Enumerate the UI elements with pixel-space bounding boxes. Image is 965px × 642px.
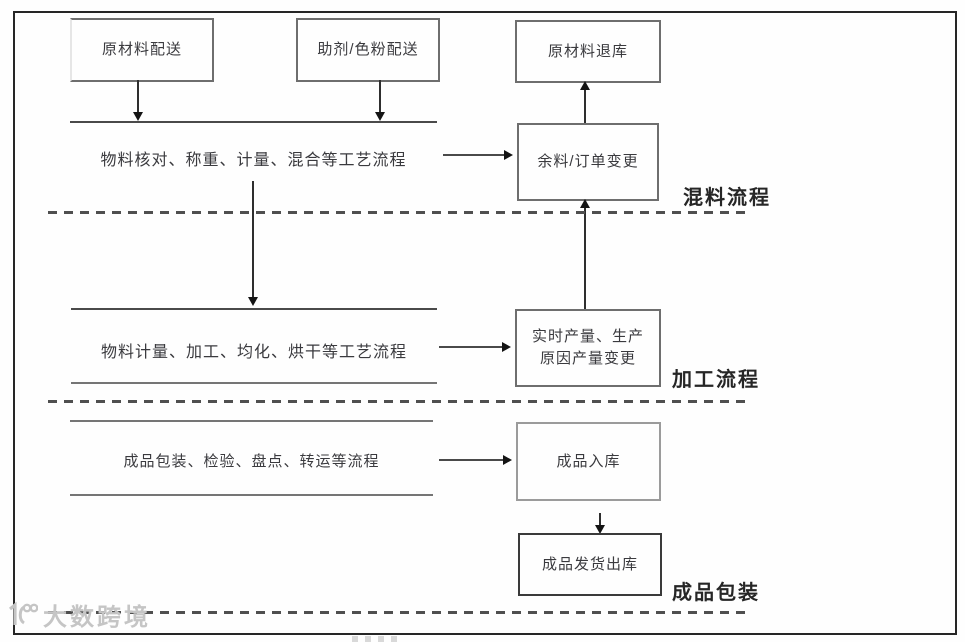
arrowhead-up-icon bbox=[580, 81, 590, 90]
node-raw-material-return: 原材料退库 bbox=[515, 20, 661, 83]
node-label: 成品发货出库 bbox=[541, 555, 638, 573]
section-divider-dashed bbox=[48, 211, 752, 214]
node-label: 原材料退库 bbox=[547, 42, 628, 60]
band-bottom-line bbox=[71, 382, 437, 384]
arrowhead-down-icon bbox=[375, 112, 385, 121]
node-label-line2: 原因产量变更 bbox=[539, 350, 636, 367]
node-label-line1: 实时产量、生产 bbox=[531, 328, 644, 346]
arrowhead-right-icon bbox=[502, 342, 511, 352]
node-label: 余料/订单变更 bbox=[537, 153, 639, 171]
section-label-mixing: 混料流程 bbox=[683, 187, 771, 209]
connector-line bbox=[584, 88, 586, 123]
connector-line bbox=[599, 513, 601, 527]
connector-line bbox=[584, 206, 586, 309]
node-raw-material-delivery: 原材料配送 bbox=[70, 18, 214, 82]
node-surplus-order-change: 余料/订单变更 bbox=[517, 123, 659, 201]
node-label: 原材料配送 bbox=[101, 41, 182, 59]
band-top-line bbox=[70, 420, 433, 422]
arrowhead-up-icon bbox=[580, 199, 590, 208]
node-mixing-step: 物料核对、称重、计量、混合等工艺流程 bbox=[100, 152, 407, 169]
section-divider-dashed bbox=[48, 400, 752, 403]
connector-line bbox=[137, 80, 139, 114]
node-finished-goods-inbound: 成品入库 bbox=[516, 422, 661, 501]
node-label: 助剂/色粉配送 bbox=[317, 41, 419, 59]
arrowhead-down-icon bbox=[133, 112, 143, 121]
arrowhead-right-icon bbox=[504, 150, 513, 160]
outer-frame bbox=[13, 11, 957, 635]
node-additive-pigment-delivery: 助剂/色粉配送 bbox=[296, 18, 440, 82]
band-top-line bbox=[70, 121, 437, 123]
node-finished-goods-outbound: 成品发货出库 bbox=[518, 533, 662, 596]
node-processing-step: 物料计量、加工、均化、烘干等工艺流程 bbox=[100, 344, 407, 361]
node-realtime-output: 实时产量、生产 原因产量变更 bbox=[515, 309, 661, 387]
connector-line bbox=[379, 80, 381, 114]
section-divider-dashed bbox=[48, 611, 752, 614]
band-top-line bbox=[71, 308, 437, 310]
watermark-text: 大数跨境 bbox=[43, 604, 151, 631]
arrowhead-right-icon bbox=[503, 455, 512, 465]
node-label: 成品入库 bbox=[556, 452, 621, 470]
band-bottom-line bbox=[70, 494, 433, 496]
section-label-processing: 加工流程 bbox=[672, 369, 760, 391]
node-packaging-step: 成品包装、检验、盘点、转运等流程 bbox=[123, 453, 380, 470]
connector-line bbox=[443, 154, 505, 156]
clipped-text-fragment bbox=[352, 636, 398, 642]
connector-line bbox=[439, 459, 504, 461]
arrowhead-down-icon bbox=[248, 297, 258, 306]
arrowhead-down-icon bbox=[595, 525, 605, 534]
connector-line bbox=[439, 346, 503, 348]
section-label-packaging: 成品包装 bbox=[672, 582, 760, 604]
brand-logo-icon bbox=[9, 601, 38, 625]
watermark: 大数跨境 bbox=[6, 597, 151, 632]
connector-line bbox=[252, 181, 254, 299]
